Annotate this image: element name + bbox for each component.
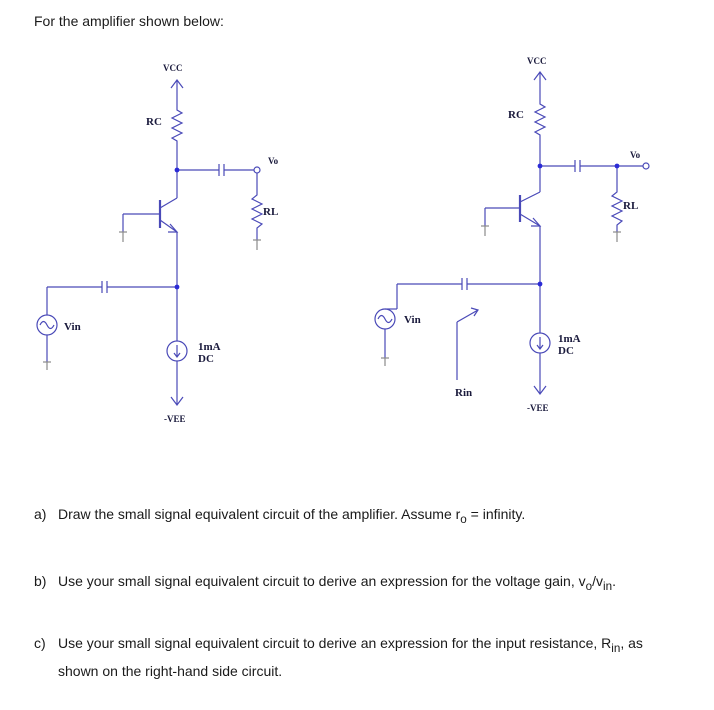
question-a-label: a): [34, 506, 47, 522]
vin-source-icon: [374, 308, 396, 330]
current-source-icon: [166, 340, 188, 362]
right-source-type: DC: [558, 345, 574, 357]
rc-resistor: [170, 100, 184, 170]
coupling-capacitor-icon: [574, 160, 581, 172]
left-rl-label: RL: [263, 206, 278, 218]
left-vcc-label: VCC: [163, 63, 183, 73]
ground-icon: [613, 231, 621, 242]
rl-resistor: [610, 188, 624, 232]
left-source-type: DC: [198, 353, 214, 365]
right-circuit: [374, 71, 650, 395]
rc-resistor: [533, 92, 547, 166]
current-source-icon: [529, 332, 551, 354]
right-vcc-label: VCC: [527, 56, 547, 66]
vin-source-icon: [36, 314, 58, 336]
left-circuit: [36, 79, 264, 406]
right-rl-label: RL: [623, 200, 638, 212]
vee-arrow-icon: [533, 385, 547, 395]
question-c-label: c): [34, 635, 46, 651]
vcc-arrow-icon: [533, 71, 547, 92]
vo-terminal: [642, 162, 650, 170]
circuit-diagram: VCC RC Vo RL Vin 1mA DC -VEE VCC RC Vo R…: [36, 56, 650, 424]
intro-text: For the amplifier shown below:: [34, 13, 224, 29]
question-b: b)Use your small signal equivalent circu…: [34, 570, 616, 598]
left-vin-label: Vin: [64, 321, 81, 333]
coupling-capacitor-icon: [218, 164, 225, 176]
right-source-value: 1mA: [558, 333, 581, 345]
right-vo-label: Vo: [630, 150, 641, 160]
left-source-value: 1mA: [198, 341, 221, 353]
right-vin-label: Vin: [404, 314, 421, 326]
rl-resistor: [250, 173, 264, 240]
rin-arrow-icon: [456, 307, 479, 380]
question-a: a)Draw the small signal equivalent circu…: [34, 503, 525, 531]
vo-terminal: [253, 166, 261, 174]
input-capacitor-icon: [461, 278, 468, 290]
vee-arrow-icon: [170, 396, 184, 406]
left-vee-label: -VEE: [164, 414, 186, 424]
right-rin-label: Rin: [455, 387, 472, 399]
right-rc-label: RC: [508, 109, 524, 121]
question-c: c)Use your small signal equivalent circu…: [34, 632, 643, 682]
left-rc-label: RC: [146, 116, 162, 128]
question-b-label: b): [34, 573, 47, 589]
vcc-arrow-icon: [170, 79, 184, 100]
input-capacitor-icon: [101, 281, 108, 293]
ground-icon: [253, 239, 261, 250]
left-vo-label: Vo: [268, 156, 279, 166]
right-vee-label: -VEE: [527, 403, 549, 413]
